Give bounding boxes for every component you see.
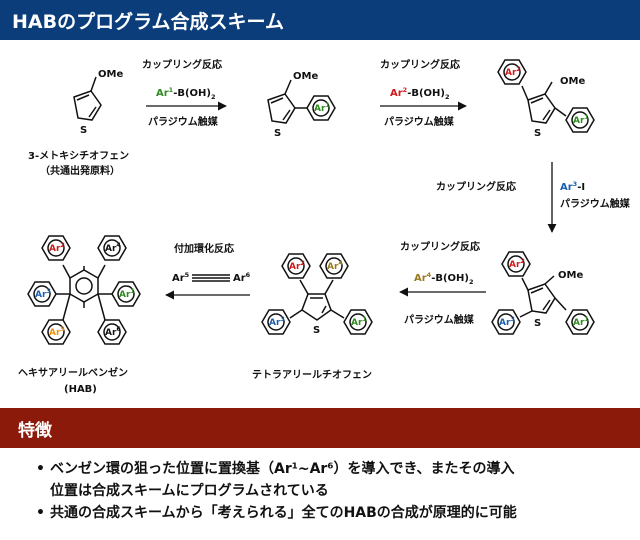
sulfur-label-2: S (274, 128, 281, 139)
step1-reagent: Ar1-B(OH)2 (156, 86, 216, 101)
features-banner: 特徴 (0, 408, 640, 448)
ome-label-4: OMe (558, 270, 583, 281)
ar2-label-hab: Ar2 (49, 241, 65, 254)
feature-text: 位置は合成スキームにプログラムされている (50, 483, 329, 499)
molecule-3-methoxythiophene: OMe S (73, 69, 123, 136)
ar2-label-m4: Ar2 (509, 257, 525, 270)
ar1-label-m2: Ar1 (314, 101, 330, 114)
feature-item-continuation: 位置は合成スキームにプログラムされている (36, 480, 626, 502)
ar2-label-m5: Ar2 (289, 259, 305, 272)
start-material-name: 3-メトキシチオフェン (28, 150, 129, 162)
step2-reaction: カップリング反応 (380, 58, 460, 71)
ar3-label-hab: Ar3 (35, 287, 51, 300)
feature-item: • ベンゼン環の狙った位置に置換基（Ar¹~Ar⁶）を導入でき、またその導入 (36, 458, 626, 480)
sulfur-label-1: S (80, 125, 87, 136)
molecule-diaryl-methoxythiophene: OMe S Ar2 Ar1 (497, 59, 595, 139)
step3-catalyst: パラジウム触媒 (560, 197, 631, 210)
header-banner: HABのプログラム合成スキーム (0, 0, 640, 40)
step4-reagent: Ar4-B(OH)2 (414, 271, 474, 286)
ome-label-2: OMe (293, 71, 318, 82)
features-list: • ベンゼン環の狙った位置に置換基（Ar¹~Ar⁶）を導入でき、またその導入 位… (36, 458, 626, 524)
sulfur-label-5: S (313, 325, 320, 336)
step3-reaction: カップリング反応 (436, 180, 516, 193)
molecule-triaryl-methoxythiophene: OMe S Ar2 Ar3 Ar1 (491, 251, 595, 335)
hab-name: ヘキサアリールベンゼン (18, 366, 128, 379)
ar1-label-m4: Ar1 (573, 315, 589, 328)
ar1-label-m3: Ar1 (573, 113, 589, 126)
step1-reaction: カップリング反応 (142, 58, 222, 71)
ar1-label-m5: Ar1 (351, 315, 367, 328)
step1-catalyst: パラジウム触媒 (148, 115, 219, 128)
ar6-label-hab: Ar6 (105, 325, 121, 338)
ar2-label-m3: Ar2 (505, 65, 521, 78)
svg-text:Ar6: Ar6 (233, 271, 251, 284)
features-title: 特徴 (18, 420, 52, 441)
molecule-hexaarylbenzene: Ar2 Ar4 Ar1 Ar3 Ar5 Ar6 (27, 235, 141, 345)
ar1-label-hab: Ar1 (119, 287, 135, 300)
ar4-label-hab: Ar4 (105, 241, 121, 254)
step2-reagent: Ar2-B(OH)2 (390, 86, 450, 101)
step4-reaction: カップリング反応 (400, 240, 480, 253)
feature-text: ベンゼン環の狙った位置に置換基（Ar¹~Ar⁶）を導入でき、またその導入 (50, 461, 515, 477)
hab-abbr: (HAB) (64, 384, 97, 395)
step2-catalyst: パラジウム触媒 (384, 115, 455, 128)
step5-alkyne: Ar5 Ar6 (172, 271, 251, 284)
start-material-note: （共通出発原料） (40, 164, 120, 177)
synthesis-scheme: OMe S 3-メトキシチオフェン （共通出発原料） カップリング反応 Ar1-… (18, 58, 631, 395)
ome-label-1: OMe (98, 69, 123, 80)
svg-text:Ar5: Ar5 (172, 271, 190, 284)
ar3-label-m5: Ar3 (269, 315, 285, 328)
feature-text: 共通の合成スキームから「考えられる」全てのHABの合成が原理的に可能 (50, 505, 517, 521)
molecule-tetraarylthiophene: S Ar2 Ar4 Ar3 Ar1 (261, 253, 373, 336)
ar3-label-m4: Ar3 (499, 315, 515, 328)
bullet: • (36, 505, 45, 521)
ome-label-3: OMe (560, 76, 585, 87)
step4-catalyst: パラジウム触媒 (404, 313, 475, 326)
ar5-label-hab: Ar5 (49, 325, 65, 338)
ar4-label-m5: Ar4 (327, 259, 343, 272)
page-title: HABのプログラム合成スキーム (12, 10, 284, 33)
molecule-2-aryl-3-methoxythiophene: OMe S Ar1 (267, 71, 336, 139)
feature-item: • 共通の合成スキームから「考えられる」全てのHABの合成が原理的に可能 (36, 502, 626, 524)
sulfur-label-4: S (534, 318, 541, 329)
bullet: • (36, 461, 45, 477)
sulfur-label-3: S (534, 128, 541, 139)
tetraaryl-name: テトラアリールチオフェン (252, 369, 372, 381)
step3-reagent: Ar3-I (560, 180, 585, 193)
step5-reaction: 付加環化反応 (174, 242, 234, 255)
